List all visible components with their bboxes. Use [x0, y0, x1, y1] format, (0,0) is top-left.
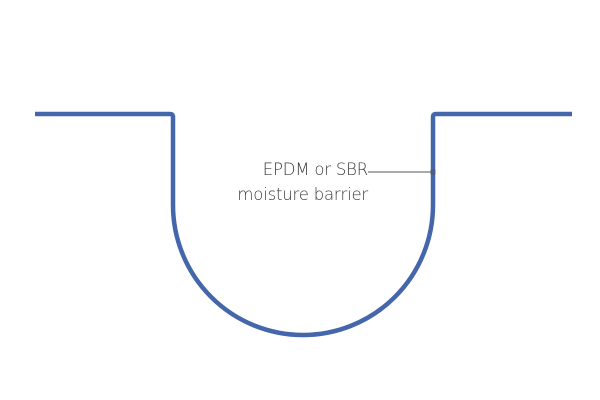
moisture-barrier-profile: [35, 111, 572, 338]
callout-anchor-marker: [430, 169, 436, 175]
label-line-2: moisture barrier: [237, 185, 368, 204]
moisture-barrier-label: EPDM or SBR moisture barrier: [200, 157, 368, 207]
label-line-1: EPDM or SBR: [262, 160, 368, 179]
